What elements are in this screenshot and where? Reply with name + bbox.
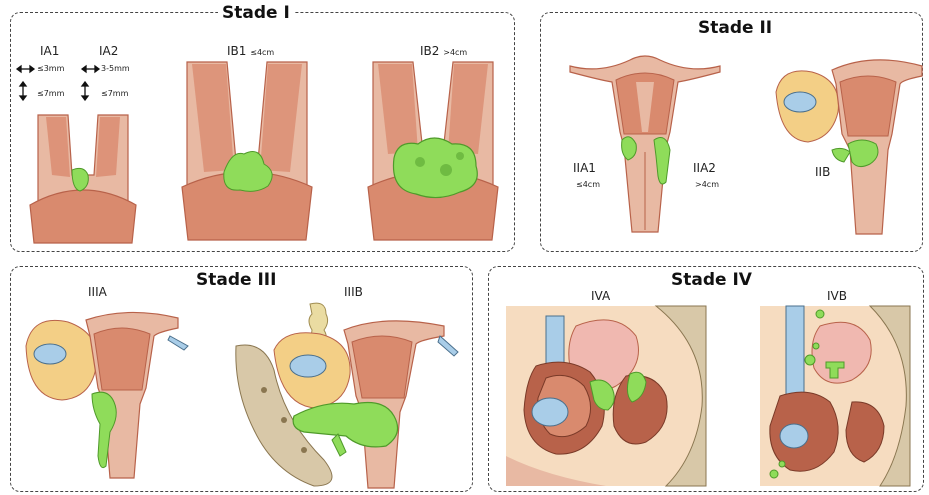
iia2-size: >4cm — [695, 180, 719, 189]
stage-2-title: Stade II — [694, 18, 776, 38]
ia2-depth-text: ≤7mm — [101, 89, 128, 98]
iib-label: IIB — [815, 165, 830, 179]
stage-1-title: Stade I — [218, 3, 294, 23]
ia1-depth-text: ≤7mm — [37, 89, 64, 98]
ivb-sagittal-illustration — [760, 306, 910, 486]
iib-uterus-illustration — [772, 52, 922, 237]
iiib-pelvis-illustration — [234, 300, 464, 490]
iiib-label: IIIB — [344, 285, 363, 299]
iva-label: IVA — [591, 289, 610, 303]
ivb-label: IVB — [827, 289, 847, 303]
iia-uterus-illustration — [570, 52, 720, 237]
ib1-name: IB1 — [227, 44, 246, 58]
ia2-label: IA2 — [99, 44, 118, 58]
ib2-cervix-illustration — [368, 62, 498, 242]
iva-sagittal-illustration — [506, 306, 706, 486]
ib1-label: IB1 ≤4cm — [227, 44, 274, 58]
ib2-size: >4cm — [443, 48, 467, 57]
iia1-label: IIA1 — [573, 161, 596, 175]
iia2-label: IIA2 — [693, 161, 716, 175]
ib2-label: IB2 >4cm — [420, 44, 467, 58]
iiia-uterus-illustration — [22, 306, 192, 486]
ib1-cervix-illustration — [182, 62, 312, 242]
ia1-width-text: ≤3mm — [37, 64, 64, 73]
ia2-width-text: 3-5mm — [101, 64, 130, 73]
ib1-size: ≤4cm — [250, 48, 274, 57]
ia-cervix-illustration — [28, 115, 138, 245]
ia1-label: IA1 — [40, 44, 59, 58]
iiia-label: IIIA — [88, 285, 107, 299]
stage-4-title: Stade IV — [667, 270, 756, 290]
ib2-name: IB2 — [420, 44, 439, 58]
stage-3-title: Stade III — [192, 270, 280, 290]
iia1-size: ≤4cm — [576, 180, 600, 189]
